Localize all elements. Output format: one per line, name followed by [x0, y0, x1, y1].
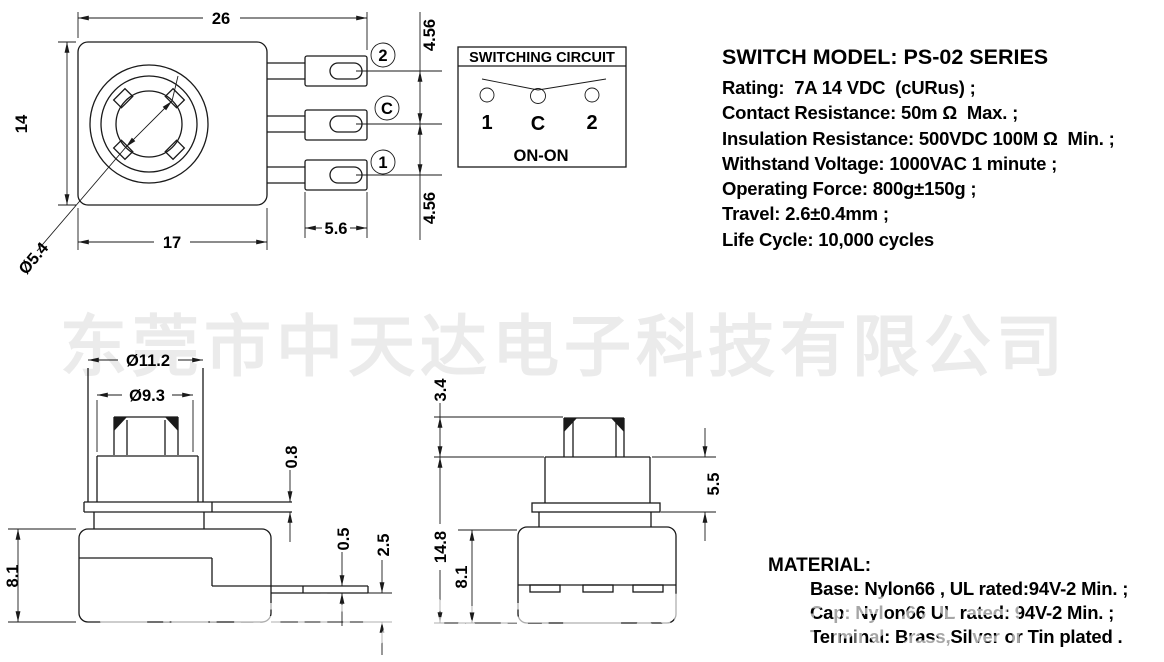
front-view: 2 C 1 26 14 [13, 10, 442, 278]
dim-knob-outer: Ø11.2 [88, 352, 203, 370]
material-block: MATERIAL: Base: Nylon66 , UL rated:94V-2… [768, 555, 1128, 649]
switch-model-title: SWITCH MODEL: PS-02 SERIES [722, 45, 1049, 69]
terminal-slot [582, 584, 614, 593]
spec-withstand-voltage: Withstand Voltage: 1000VAC 1 minute ; [722, 152, 1058, 174]
svg-text:3.4: 3.4 [432, 378, 450, 402]
dim-total-height: 14.8 [432, 457, 450, 623]
contact-arm-left [481, 78, 539, 91]
svg-text:0.8: 0.8 [283, 446, 301, 469]
knob-outer-circle [89, 64, 209, 184]
dim-shaft-diameter: Ø5.4 [15, 75, 179, 279]
spec-operating-force: Operating Force: 800g±150g ; [722, 178, 977, 200]
dim-shaft-height: 3.4 [432, 378, 450, 457]
contact-dot-c [530, 88, 546, 104]
circuit-mode-label: ON-ON [514, 147, 569, 165]
front-view-b: 3.4 14.8 8.1 5.5 [432, 378, 723, 624]
dim-terminal-thickness: 0.5 [335, 528, 353, 626]
terminal-label-c: C [374, 95, 400, 121]
contact-dot-1 [479, 87, 495, 103]
svg-text:2.5: 2.5 [375, 534, 393, 557]
terminal-c [267, 109, 442, 141]
material-cap: Cap: Nylon66 UL rated: 94V-2 Min. ; [810, 602, 1115, 623]
spec-rating: Rating: 7A 14 VDC (cURus) ; [722, 77, 976, 98]
terminal-c-letter: C [381, 100, 393, 118]
svg-text:Ø5.4: Ø5.4 [15, 239, 52, 279]
terminal-label-1: 1 [370, 149, 396, 175]
spec-life-cycle: Life Cycle: 10,000 cycles [722, 228, 935, 250]
dim-terminal-offset: 2.5 [375, 534, 393, 655]
svg-text:Ø11.2: Ø11.2 [126, 352, 170, 370]
dim-total-width: 26 [77, 10, 368, 50]
svg-text:4.56: 4.56 [421, 192, 439, 224]
svg-text:26: 26 [212, 10, 230, 28]
terminal-slot [529, 584, 561, 593]
flange-b [531, 502, 661, 513]
dim-pitch-top: 4.56 [417, 12, 439, 124]
mounting-plate [83, 501, 292, 513]
material-title: MATERIAL: [768, 555, 872, 576]
dim-plate-thickness: 0.8 [283, 446, 301, 542]
circuit-terminal-1: 1 [481, 112, 492, 134]
circuit-terminal-2: 2 [586, 112, 597, 134]
dim-height: 14 [13, 41, 76, 206]
keyed-shaft-circle [115, 90, 183, 158]
svg-text:5.5: 5.5 [705, 473, 723, 496]
dim-pitch-bottom: 4.56 [417, 124, 439, 240]
dim-side-body-height: 8.1 [4, 528, 76, 623]
dim-bushing-height: 5.5 [702, 428, 723, 541]
circuit-terminal-c: C [531, 113, 545, 135]
knob-cap [113, 416, 179, 455]
svg-text:14: 14 [13, 114, 31, 133]
terminal-2 [267, 55, 442, 87]
circuit-box-title: SWITCHING CIRCUIT [469, 50, 615, 66]
terminal-1 [267, 159, 442, 191]
svg-text:8.1: 8.1 [4, 565, 22, 588]
circuit-box-frame [457, 46, 627, 168]
dim-terminal-width: 5.6 [304, 192, 368, 238]
svg-text:5.6: 5.6 [325, 220, 348, 238]
spec-block: SWITCH MODEL: PS-02 SERIES Rating: 7A 14… [722, 45, 1115, 252]
svg-text:Ø9.3: Ø9.3 [129, 387, 165, 405]
terminal-2-number: 2 [378, 47, 387, 65]
material-terminal: Terminal: Brass,Silver or Tin plated . [810, 626, 1123, 647]
body-b-outline [517, 526, 677, 624]
dim-body-width: 17 [77, 208, 268, 252]
svg-text:8.1: 8.1 [453, 566, 471, 589]
svg-text:17: 17 [163, 234, 181, 252]
contact-dot-2 [584, 87, 600, 103]
svg-text:4.56: 4.56 [421, 19, 439, 51]
side-body-outline [78, 528, 272, 623]
svg-text:0.5: 0.5 [335, 528, 353, 551]
terminal-1-number: 1 [378, 154, 387, 172]
svg-text:14.8: 14.8 [432, 531, 450, 563]
contact-arm-right [537, 78, 607, 91]
switch-body-outline [77, 41, 268, 206]
switching-circuit-box: SWITCHING CIRCUIT 1 C 2 ON-ON [457, 46, 627, 168]
spec-insulation-resistance: Insulation Resistance: 500VDC 100M Ω Min… [722, 127, 1115, 149]
terminal-label-2: 2 [370, 42, 396, 68]
material-base: Base: Nylon66 , UL rated:94V-2 Min. ; [810, 578, 1129, 599]
spec-contact-resistance: Contact Resistance: 50m Ω Max. ; [722, 102, 1019, 124]
dim-knob-inner: Ø9.3 [96, 387, 194, 452]
side-terminal-strip [271, 585, 369, 594]
dim-body-b-height: 8.1 [453, 530, 475, 623]
terminal-slot [632, 584, 664, 593]
knob-mid-circle [100, 75, 198, 173]
side-view: Ø11.2 Ø9.3 0.8 8.1 [4, 352, 393, 655]
shaft-b [563, 417, 625, 457]
spec-travel: Travel: 2.6±0.4mm ; [722, 203, 889, 225]
